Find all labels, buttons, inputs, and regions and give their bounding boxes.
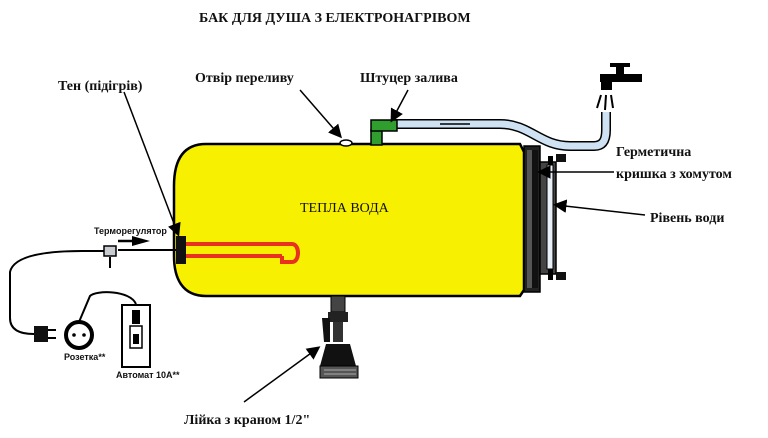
socket-label: Розетка** — [64, 352, 106, 362]
overflow-hole — [339, 139, 353, 147]
lid-label-line2: кришка з хомутом — [616, 167, 732, 182]
plug-icon — [34, 326, 56, 342]
lid-label-line1: Герметична — [616, 145, 691, 160]
overflow-leader — [299, 89, 342, 139]
supply-pipe — [392, 112, 611, 151]
breaker-icon — [121, 304, 151, 368]
water-level-label: Рівень води — [650, 211, 724, 226]
water-level-gauge — [546, 164, 554, 270]
heater-leader — [123, 91, 181, 237]
socket-icon — [64, 320, 94, 350]
breaker-label: Автомат 10А** — [116, 370, 180, 380]
fill-fitting-leader — [390, 89, 409, 123]
power-cable — [9, 250, 104, 335]
shower-head-label: Лійка з краном 1/2" — [184, 413, 310, 428]
fill-fitting — [370, 119, 398, 146]
overflow-label: Отвір переливу — [195, 71, 294, 86]
heater-label: Тен (підігрів) — [58, 79, 143, 94]
warm-water-label: ТЕПЛА ВОДА — [300, 201, 390, 216]
shower-head-icon — [319, 295, 359, 379]
fill-fitting-label: Штуцер залива — [360, 71, 458, 86]
water-level-leader — [553, 199, 646, 216]
breaker-wire — [78, 291, 137, 323]
sealed-lid-clamp — [523, 145, 566, 293]
thermostat-label: Терморегулятор — [94, 226, 167, 236]
shower-leader — [243, 346, 321, 403]
thermostat — [103, 236, 176, 268]
diagram-title: БАК ДЛЯ ДУША З ЕЛЕКТРОНАГРІВОМ — [199, 11, 471, 26]
tank-body — [172, 142, 526, 298]
heater-element — [176, 236, 300, 264]
faucet-icon — [596, 63, 642, 111]
